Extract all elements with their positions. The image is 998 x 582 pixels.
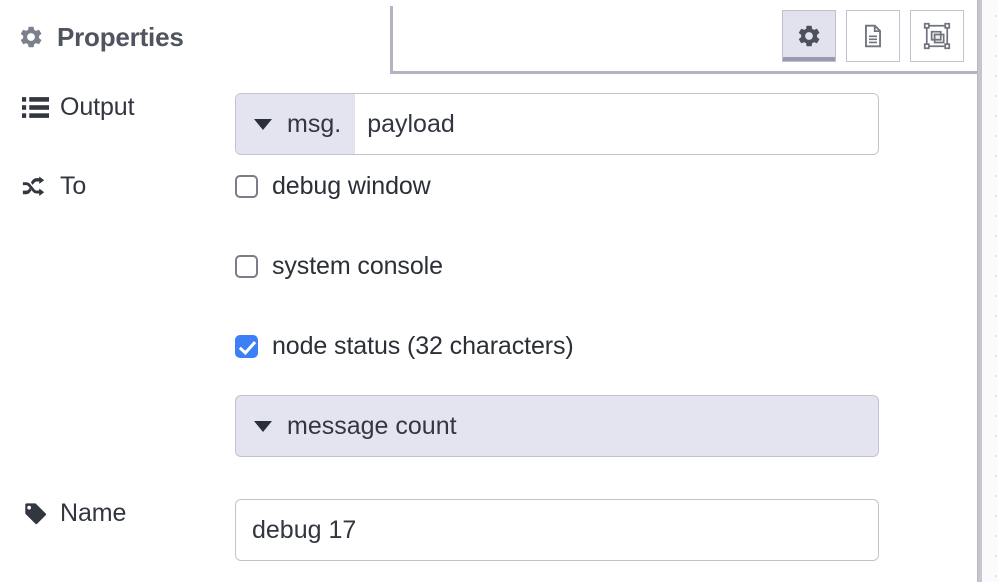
checkbox-system-console-box[interactable] xyxy=(235,255,258,278)
checkbox-system-console[interactable]: system console xyxy=(235,252,879,281)
panel-resize-handle[interactable] xyxy=(978,0,982,582)
checkbox-node-status-label: node status (32 characters) xyxy=(272,332,574,360)
checkbox-debug-window-label: debug window xyxy=(272,172,431,200)
gear-icon xyxy=(796,23,822,49)
gear-icon xyxy=(18,24,44,50)
appearance-icon xyxy=(923,22,951,50)
description-tab-button[interactable] xyxy=(846,10,900,62)
list-icon xyxy=(22,96,49,119)
output-type-select[interactable]: msg. xyxy=(236,94,356,154)
output-label: Output xyxy=(0,93,235,122)
output-type-label: msg. xyxy=(287,109,342,138)
checkbox-node-status-box[interactable] xyxy=(235,335,258,358)
status-type-select-label: message count xyxy=(287,411,457,440)
to-options: debug window system console node status … xyxy=(235,172,879,457)
shuffle-icon xyxy=(22,175,49,198)
checkbox-debug-window-box[interactable] xyxy=(235,175,258,198)
panel-right-edge xyxy=(977,0,978,582)
chevron-down-icon xyxy=(254,118,272,130)
output-label-text: Output xyxy=(60,93,135,121)
checkbox-debug-window[interactable]: debug window xyxy=(235,172,879,201)
checkbox-node-status[interactable]: node status (32 characters) xyxy=(235,332,879,361)
name-label-text: Name xyxy=(60,499,127,527)
form-row-output: Output msg. payload xyxy=(0,93,978,155)
output-typed-input[interactable]: msg. payload xyxy=(235,93,879,155)
form-row-to: To debug window system console node stat… xyxy=(0,172,978,457)
name-label: Name xyxy=(0,499,235,528)
tab-bar-underline xyxy=(392,71,978,74)
flow-canvas-strip[interactable] xyxy=(982,0,998,582)
tab-properties[interactable]: Properties xyxy=(0,0,393,74)
name-input[interactable]: debug 17 xyxy=(235,499,879,561)
properties-form: Output msg. payload T xyxy=(0,74,978,582)
panel-header: Properties xyxy=(0,0,978,74)
status-type-select[interactable]: message count xyxy=(235,395,879,457)
checkbox-system-console-label: system console xyxy=(272,252,443,280)
panel-toolbar xyxy=(782,10,964,62)
chevron-down-icon xyxy=(254,420,272,432)
output-property-input[interactable]: payload xyxy=(355,94,878,154)
tag-icon xyxy=(22,501,49,526)
document-icon xyxy=(860,22,886,50)
properties-tab-button[interactable] xyxy=(782,10,836,62)
appearance-tab-button[interactable] xyxy=(910,10,964,62)
page-title: Properties xyxy=(57,21,184,52)
to-label-text: To xyxy=(60,172,87,200)
to-label: To xyxy=(0,172,235,201)
form-row-name: Name debug 17 xyxy=(0,499,978,561)
